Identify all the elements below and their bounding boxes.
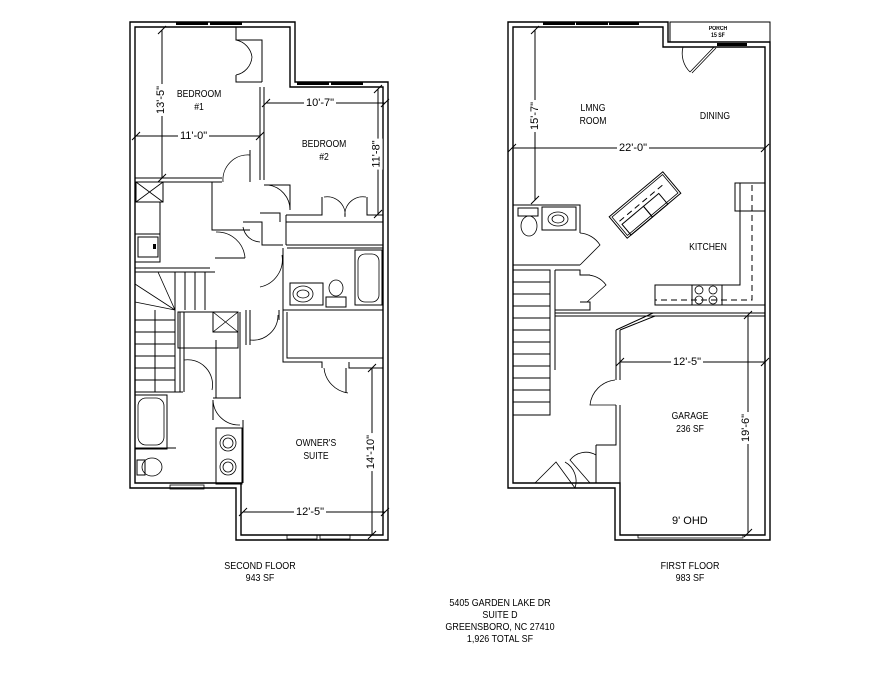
living-room-name: LMNG: [580, 102, 606, 114]
second-floor-area: 943 SF: [245, 572, 275, 584]
garage-label: GARAGE 236 SF: [670, 410, 711, 436]
living-room-label: LMNG ROOM: [573, 102, 614, 128]
garage-height-dimension: 19'-6": [740, 411, 753, 445]
owners-suite-height-dimension: 14'-10": [365, 432, 378, 472]
second-floor-caption: SECOND FLOOR 943 SF: [218, 560, 303, 584]
bedroom-2-name: BEDROOM: [301, 138, 347, 150]
bedroom-2-number: #2: [319, 151, 329, 163]
bedroom-2-height-dimension: 11'-8": [370, 138, 383, 170]
first-floor-title: FIRST FLOOR: [660, 560, 720, 572]
owners-suite-label: OWNER'S SUITE: [291, 437, 340, 463]
address-line-3: GREENSBORO, NC 27410: [445, 621, 555, 633]
first-floor-area: 983 SF: [675, 572, 705, 584]
second-floor-plan: [129, 21, 390, 541]
total-area: 1,926 TOTAL SF: [466, 633, 534, 645]
bedroom-1-number: #1: [194, 101, 204, 113]
garage-door-dimension: 9' OHD: [670, 515, 710, 527]
owners-suite-name-2: SUITE: [303, 450, 329, 462]
first-floor-plan: [507, 21, 771, 541]
living-room-name-2: ROOM: [579, 115, 607, 127]
dining-label: DINING: [699, 110, 731, 122]
owners-suite-width-dimension: 12'-5": [294, 506, 327, 518]
garage-area: 236 SF: [676, 423, 704, 435]
address-line-2: SUITE D: [482, 609, 518, 621]
bedroom-2-label: BEDROOM #2: [302, 138, 346, 164]
address-block: 5405 GARDEN LAKE DR SUITE D GREENSBORO, …: [441, 597, 560, 645]
living-room-width-dimension: 22'-0": [617, 142, 650, 154]
first-floor-caption: FIRST FLOOR 983 SF: [648, 560, 733, 584]
bedroom-1-width-dimension: 11'-0": [178, 130, 210, 142]
living-room-height-dimension: 15'-7": [529, 99, 542, 133]
bedroom-1-label: BEDROOM #1: [177, 88, 221, 114]
garage-width-dimension: 12'-5": [671, 356, 704, 368]
second-floor-title: SECOND FLOOR: [224, 560, 296, 572]
address-line-1: 5405 GARDEN LAKE DR: [449, 597, 551, 609]
bedroom-2-width-dimension: 10'-7": [304, 97, 337, 109]
owners-suite-name: OWNER'S: [295, 437, 337, 449]
porch-area: 15 SF: [711, 33, 725, 39]
garage-name: GARAGE: [671, 410, 709, 422]
bedroom-1-height-dimension: 13'-5": [155, 83, 168, 117]
porch-label: PORCH 15 SF: [701, 26, 735, 40]
kitchen-label: KITCHEN: [689, 241, 727, 253]
bedroom-1-name: BEDROOM: [176, 88, 222, 100]
porch-name: PORCH: [708, 26, 728, 32]
